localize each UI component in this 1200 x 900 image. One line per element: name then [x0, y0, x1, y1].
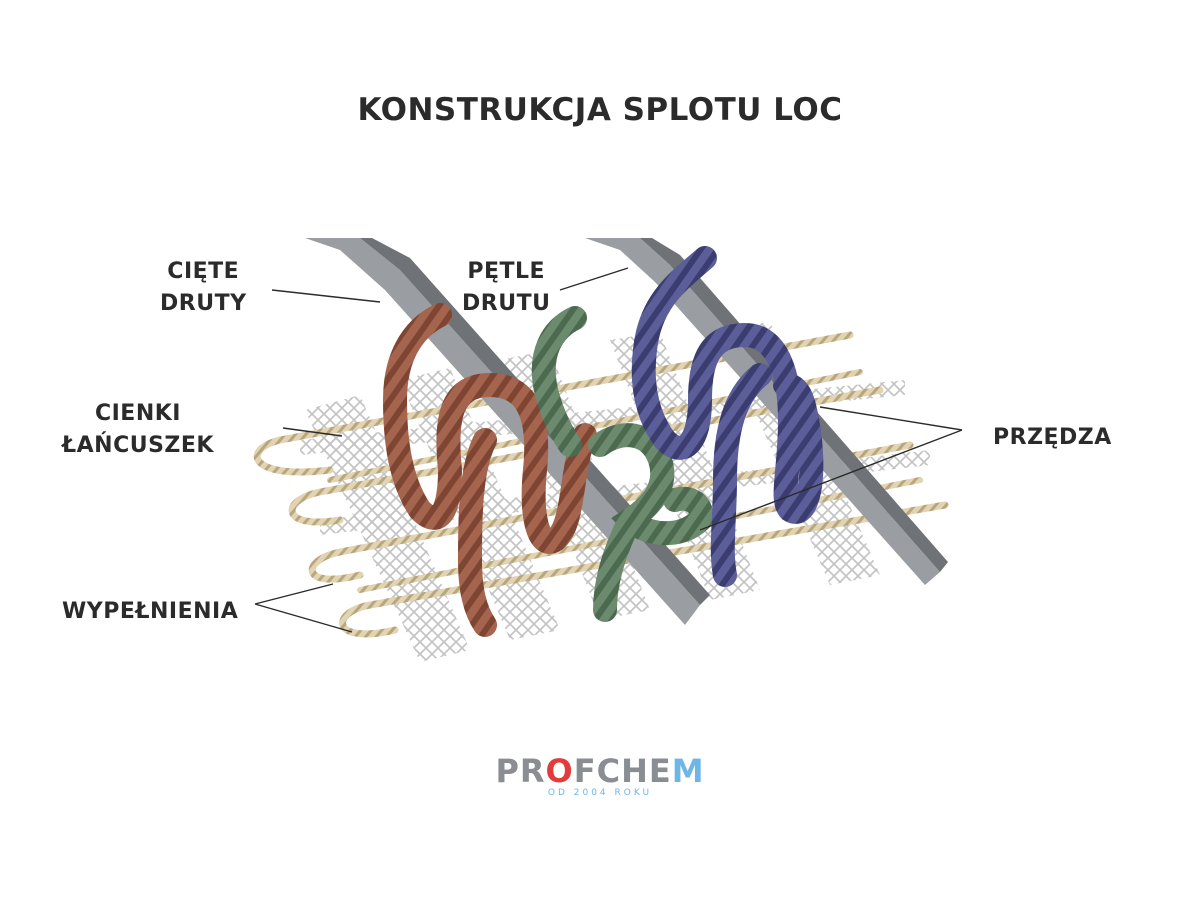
label-loop-wires: PĘTLE DRUTU — [462, 259, 551, 316]
logo-tagline: OD 2004 ROKU — [547, 788, 653, 798]
label-fillings: WYPEŁNIENIA — [62, 599, 239, 624]
blue-yarn — [631, 246, 824, 587]
profchem-logo: PROFCHEM OD 2004 ROKU — [480, 752, 720, 798]
brown-yarn — [382, 303, 597, 637]
label-yarn: PRZĘDZA — [993, 425, 1112, 450]
label-thin-chain: CIENKI ŁAŃCUSZEK — [62, 401, 214, 458]
diagram-title: KONSTRUKCJA SPLOTU LOC — [357, 92, 843, 128]
leader-lines — [254, 267, 963, 633]
green-yarn — [531, 306, 713, 622]
logo-wordmark: PROFCHEM — [495, 752, 705, 790]
label-cut-wires: CIĘTE DRUTY — [160, 259, 247, 316]
